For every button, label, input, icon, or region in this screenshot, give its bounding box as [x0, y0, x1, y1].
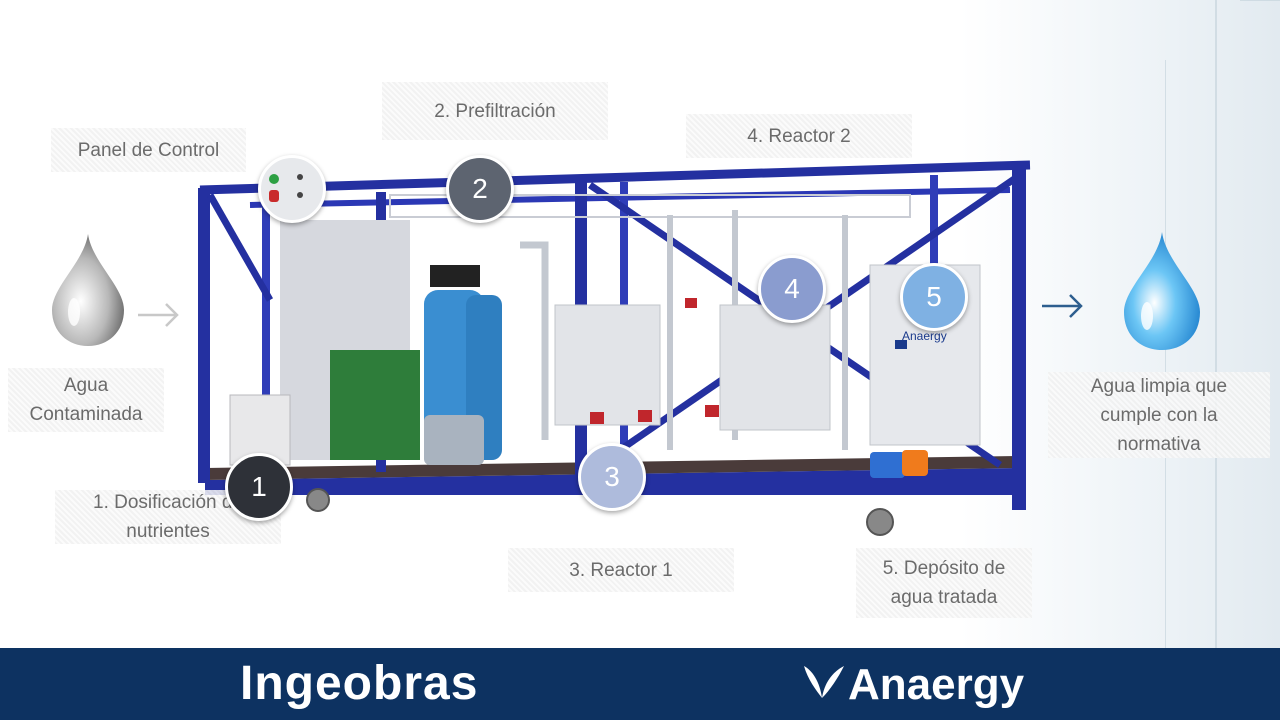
badge-2-number: 2: [472, 173, 488, 204]
badge-1-number: 1: [251, 471, 267, 502]
contaminated-water-drop-icon: [52, 234, 124, 346]
background-line: [1165, 60, 1166, 650]
background-line: [1215, 0, 1217, 650]
badge-4-number: 4: [784, 273, 800, 304]
badge-1: 1: [225, 453, 293, 521]
svg-text:Anaergy: Anaergy: [902, 329, 947, 343]
anaergy-logo: Anaergy: [848, 660, 1024, 710]
footer-bar: Ingeobras Anaergy: [0, 648, 1280, 720]
label-water-in: Agua Contaminada: [8, 368, 164, 432]
badge-5-number: 5: [926, 281, 942, 312]
label-tank-text: 5. Depósito de agua tratada: [882, 558, 1006, 608]
label-prefiltration: 2. Prefiltración: [382, 82, 608, 140]
label-reactor1-text: 3. Reactor 1: [569, 559, 673, 581]
arrow-right-icon: [1042, 294, 1083, 318]
ingeobras-logo-text: Ingeobras: [240, 657, 479, 710]
badge-3: 3: [578, 443, 646, 511]
badge-5: 5: [900, 263, 968, 331]
anaergy-logo-text: Anaergy: [848, 660, 1025, 709]
arrow-right-icon: [138, 303, 179, 327]
label-reactor1: 3. Reactor 1: [508, 548, 734, 592]
label-water-in-text: Agua Contaminada: [29, 375, 143, 425]
label-reactor2: 4. Reactor 2: [686, 114, 912, 158]
label-dosing-text: 1. Dosificación de nutrientes: [93, 492, 243, 542]
clean-water-drop-icon: [1124, 232, 1200, 350]
label-reactor2-text: 4. Reactor 2: [747, 125, 851, 147]
ingeobras-logo: Ingeobras: [240, 656, 478, 711]
badge-2: 2: [446, 155, 514, 223]
anaergy-leaf-icon: [804, 666, 844, 698]
background-line: [1240, 0, 1280, 1]
label-control-panel-text: Panel de Control: [77, 139, 220, 161]
label-control-panel: Panel de Control: [51, 128, 246, 172]
badge-3-number: 3: [604, 461, 620, 492]
label-tank: 5. Depósito de agua tratada: [856, 548, 1032, 618]
label-water-out: Agua limpia que cumple con la normativa: [1048, 372, 1270, 458]
control-panel-image: [258, 155, 326, 223]
badge-4: 4: [758, 255, 826, 323]
label-water-out-text: Agua limpia que cumple con la normativa: [1090, 375, 1228, 455]
label-prefiltration-text: 2. Prefiltración: [434, 100, 556, 122]
